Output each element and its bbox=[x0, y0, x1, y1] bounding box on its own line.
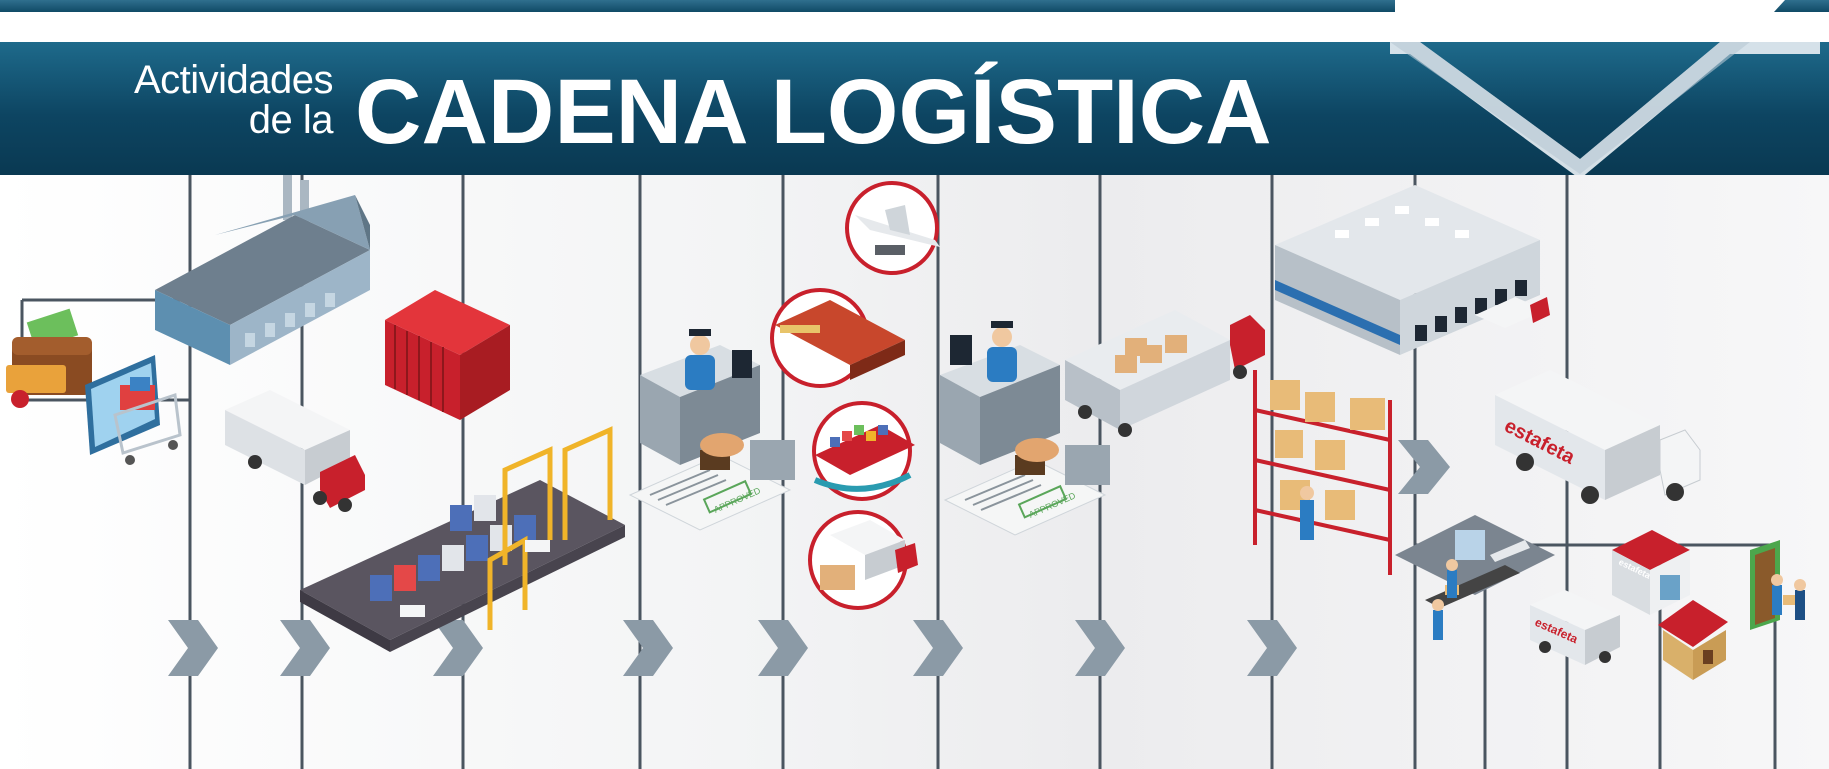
top-stripe-bar bbox=[0, 0, 1395, 12]
step-arrow bbox=[913, 620, 963, 676]
house-icon bbox=[1658, 600, 1728, 680]
freight-truck-icon bbox=[808, 510, 918, 610]
step-arrow bbox=[280, 620, 330, 676]
warehouse-icon bbox=[1275, 185, 1550, 355]
diagram-canvas: APPROVED bbox=[6, 175, 1806, 769]
approved-stamp-icon: APPROVED bbox=[628, 433, 795, 531]
step-arrow bbox=[1398, 440, 1450, 494]
ship-icon bbox=[812, 401, 915, 501]
step-arrow bbox=[1075, 620, 1125, 676]
delivery-van-icon: estafeta bbox=[1530, 590, 1620, 665]
step-arrow bbox=[623, 620, 673, 676]
airplane-icon bbox=[845, 181, 940, 275]
shopping-cart-icon bbox=[85, 355, 182, 465]
factory-icon bbox=[155, 175, 370, 365]
top-stripe-bar-right bbox=[1774, 0, 1829, 12]
shelf-icon bbox=[1253, 370, 1392, 575]
customer-door-icon bbox=[1750, 540, 1806, 630]
step-arrows bbox=[168, 440, 1450, 676]
container-icon bbox=[385, 290, 510, 420]
sorting-center-icon bbox=[1395, 515, 1555, 640]
page-title: CADENA LOGÍSTICA bbox=[355, 61, 1272, 163]
subtitle-line-1: Actividades bbox=[133, 58, 334, 102]
truck-icon bbox=[225, 390, 365, 512]
crane bbox=[487, 426, 613, 630]
approved-stamp-icon: APPROVED bbox=[943, 438, 1110, 536]
cargo-truck-icon bbox=[1065, 310, 1265, 437]
step-arrow bbox=[433, 620, 483, 676]
top-stripe bbox=[0, 0, 1829, 14]
header-banner bbox=[0, 42, 1829, 179]
port-icon bbox=[300, 426, 625, 652]
step-arrow bbox=[168, 620, 218, 676]
customs-officer-icon bbox=[640, 329, 760, 465]
step-arrow bbox=[1247, 620, 1297, 676]
wallet-icon bbox=[6, 308, 92, 408]
step-arrow bbox=[758, 620, 808, 676]
store-icon: estafeta bbox=[1612, 530, 1690, 615]
delivery-truck-icon: estafeta bbox=[1495, 370, 1701, 504]
chevron-decoration bbox=[1390, 42, 1820, 179]
logistics-diagram: APPROVED bbox=[0, 175, 1829, 769]
page-subtitle: Actividades de la bbox=[88, 58, 334, 142]
subtitle-line-2: de la bbox=[248, 98, 334, 142]
train-icon bbox=[770, 288, 905, 388]
